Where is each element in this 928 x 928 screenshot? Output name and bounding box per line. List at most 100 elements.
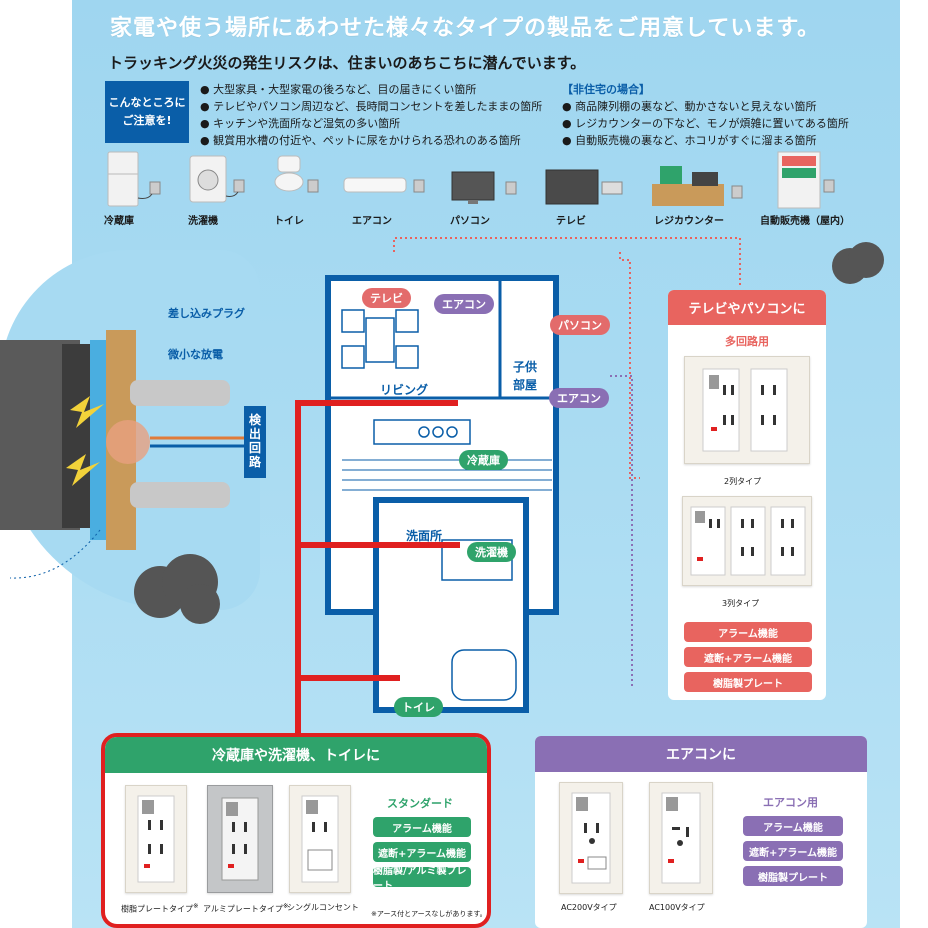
plate-alu-label: アルミプレートタイプ※ [203,902,289,914]
fridge-icon [107,151,161,207]
bullets-left: ● 大型家具・大型家電の後ろなど、目の届きにくい箇所 ● テレビやパソコン周辺な… [200,81,542,149]
feature-alarm: アラーム機能 [373,817,471,837]
outlet-alu-image [221,797,259,881]
smoke-cloud-left [134,554,220,624]
feature-resin-plate: 樹脂製プレート [684,672,812,692]
bullet-item: ● テレビやパソコン周辺など、長時間コンセントを差したままの箇所 [200,100,543,113]
room-washroom: 洗面所 [406,529,443,543]
feature-breaker-alarm: 遮断+アラーム機能 [684,647,812,667]
outlet-3col [682,496,812,586]
pc-icon [451,171,517,204]
toilet-icon [274,155,319,193]
appliance-washer: 洗濯機 [186,150,250,230]
panel-tv-pc: テレビやパソコンに 多回路用 2列タイプ [668,290,826,700]
outlet-ac100 [649,782,713,894]
tag-aircon-kids: エアコン [549,388,609,408]
outlet-resin-image [137,795,175,883]
bullet-item: ● 商品陳列棚の裏など、動かさないと見えない箇所 [562,100,817,113]
feature-breaker-alarm: 遮断+アラーム機能 [743,841,843,861]
appliance-label: 冷蔵庫 [104,216,134,227]
plate-ac100-label: AC100Vタイプ [649,903,705,912]
appliance-vending: 自動販売機（屋内） [760,150,870,230]
outlet-2col-image [702,368,788,452]
discharge-callout: 微小な放電 [168,348,223,361]
plate-single-label: シングルコンセント [287,903,359,912]
bullet-item: ● 自動販売機の裏など、ホコリがすぐに溜まる箇所 [562,134,817,147]
floor-plan [325,275,559,713]
bullet-item: ● キッチンや洗面所など湿気の多い箇所 [200,117,401,130]
outlet-3col-image [690,506,806,576]
outlet-ac100-image [661,792,701,884]
appliance-label: エアコン [352,216,392,227]
earth-note: ※アース付とアースなしがあります。 [371,910,487,918]
plug-callout: 差し込みプラグ [168,307,245,320]
smoke-cloud-right [832,242,884,284]
detect-circuit-label: 検 出 回 路 [244,406,266,478]
type-3col-label: 3列タイプ [722,599,760,608]
appliance-label: テレビ [556,216,586,227]
panel-fridge-washer-toilet: 冷蔵庫や洗濯機、トイレに [101,733,491,928]
headline: 家電や使う場所にあわせた様々なタイプの製品をご用意しています。 [110,16,821,41]
panel-aircon-title: エアコンに [535,736,867,772]
bullet-item: ● レジカウンターの下など、モノが煩雑に置いてある箇所 [562,117,849,130]
caution-badge: こんなところに ご注意を! [105,81,189,143]
panel-tv-pc-title: テレビやパソコンに [668,290,826,325]
tag-washer: 洗濯機 [467,542,516,562]
washer-icon [189,155,245,203]
feature-breaker-alarm: 遮断+アラーム機能 [373,842,471,862]
feature-alarm: アラーム機能 [743,816,843,836]
appliance-tv: テレビ [544,150,628,230]
bullets-right: 【非住宅の場合】 ● 商品陳列棚の裏など、動かさないと見えない箇所 ● レジカウ… [562,81,849,149]
register-icon [652,166,743,206]
feature-alarm: アラーム機能 [684,622,812,642]
outlet-ac200 [559,782,623,894]
appliance-fridge: 冷蔵庫 [104,150,164,230]
tag-fridge: 冷蔵庫 [459,450,508,470]
outlet-resin-plate [125,785,187,893]
plate-ac200-label: AC200Vタイプ [561,903,617,912]
standard-title: スタンダード [387,797,453,810]
vending-machine-icon [777,151,835,209]
outlet-2col [684,356,810,464]
dotted-connectors [393,237,741,688]
tv-icon [545,169,623,205]
alert-wiring [295,400,460,735]
tag-pc: パソコン [550,315,610,335]
appliance-label: 洗濯機 [188,216,218,227]
appliance-register: レジカウンター [648,150,748,230]
outlet-ac200-image [571,792,611,884]
caution-line-1: こんなところに [108,96,186,110]
bullets-right-header: 【非住宅の場合】 [562,83,650,96]
room-living: リビング [380,383,429,397]
aircon-subtitle: エアコン用 [763,796,818,809]
appliance-aircon: エアコン [342,150,432,230]
appliance-label: レジカウンター [654,216,724,227]
bullet-item: ● 観賞用水槽の付近や、ペットに尿をかけられる恐れのある箇所 [200,134,521,147]
feature-resin-alu-plate: 樹脂製/アルミ製プレート [373,866,471,892]
panel-fridge-title: 冷蔵庫や洗濯機、トイレに [105,737,487,773]
tracking-diagram [0,330,244,579]
caution-line-2: ご注意を! [122,114,172,127]
tag-aircon-living: エアコン [434,294,494,314]
tag-toilet: トイレ [394,697,443,717]
appliance-label: パソコン [450,216,490,227]
room-kids-1: 子供 [513,360,538,374]
panel-tv-pc-subtitle: 多回路用 [725,335,769,348]
outlet-single-image [301,795,339,883]
feature-resin-plate: 樹脂製プレート [743,866,843,886]
tag-tv: テレビ [362,288,411,308]
bullet-item: ● 大型家具・大型家電の後ろなど、目の届きにくい箇所 [200,83,477,96]
outlet-alu-plate [207,785,273,893]
room-kids-2: 部屋 [513,378,538,392]
outlet-single [289,785,351,893]
type-2col-label: 2列タイプ [724,477,762,486]
aircon-icon [343,177,425,193]
subhead: トラッキング火災の発生リスクは、住まいのあちこちに潜んでいます。 [108,54,586,72]
appliance-toilet: トイレ [270,150,330,230]
appliance-label: 自動販売機（屋内） [760,216,850,227]
plate-resin-label: 樹脂プレートタイプ※ [121,902,199,914]
appliance-label: トイレ [274,216,304,227]
panel-aircon: エアコンに AC200Vタイプ AC100Vタイプ エアコン用 アラーム機 [535,736,867,928]
appliance-pc: パソコン [448,150,524,230]
